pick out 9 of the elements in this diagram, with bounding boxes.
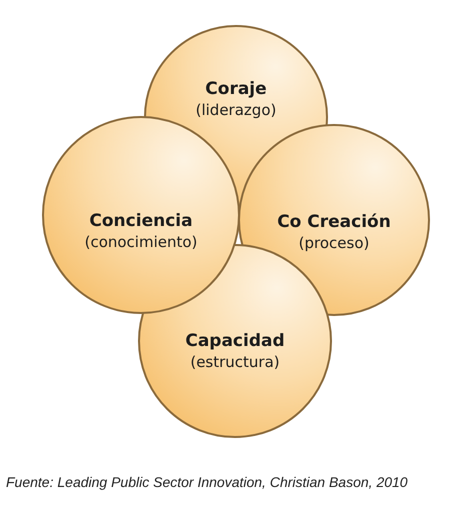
circle-heading: Capacidad [185,331,285,351]
circle-subtitle: (estructura) [190,353,280,371]
circle-subtitle: (liderazgo) [196,101,276,119]
source-caption: Fuente: Leading Public Sector Innovation, Christian Bason, 2010 [6,474,408,490]
circle-subtitle: (conocimiento) [84,233,198,251]
circle-heading: Conciencia [89,211,193,231]
circle-heading: Co Creación [277,212,391,232]
circle-heading: Coraje [205,79,267,99]
circle-subtitle: (proceso) [298,234,370,252]
